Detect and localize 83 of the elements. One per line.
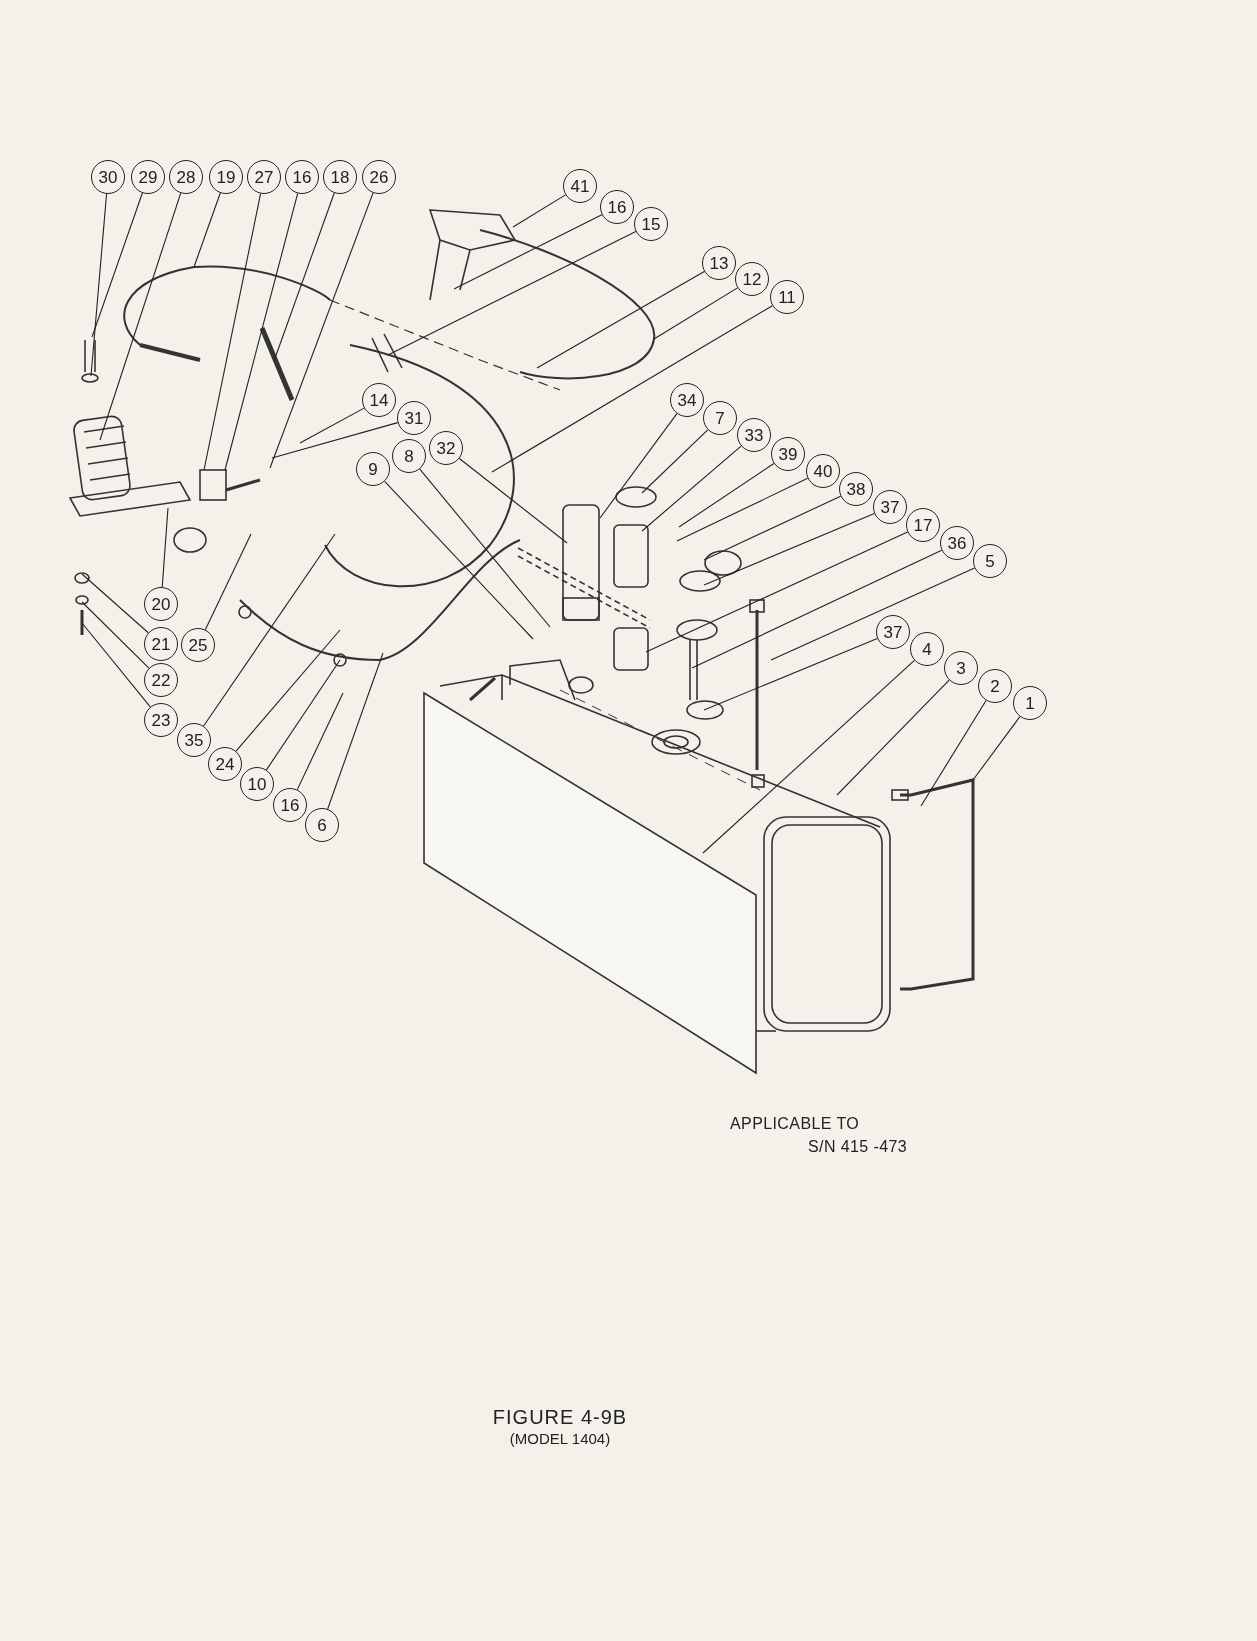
figure-title: FIGURE 4-9B (491, 1405, 629, 1430)
callout-number: 22 (144, 663, 178, 697)
callout-number: 29 (131, 160, 165, 194)
callout-number: 36 (940, 526, 974, 560)
leader-line (299, 407, 365, 444)
leader-line (193, 192, 221, 268)
callout-number: 32 (429, 431, 463, 465)
callout-number: 25 (181, 628, 215, 662)
callout-number: 8 (392, 439, 426, 473)
leader-line (458, 457, 568, 544)
callout-number: 1 (1013, 686, 1047, 720)
callout-number: 41 (563, 169, 597, 203)
leader-line (641, 429, 709, 494)
callout-number: 15 (634, 207, 668, 241)
leader-line (419, 468, 551, 628)
leader-line (327, 652, 384, 810)
callout-number: 20 (144, 587, 178, 621)
callout-number: 38 (839, 472, 873, 506)
leader-line (269, 192, 374, 469)
callout-number: 26 (362, 160, 396, 194)
callout-number: 3 (944, 651, 978, 685)
leader-line (81, 573, 149, 634)
leader-line (599, 413, 678, 519)
leader-line (203, 533, 336, 727)
callout-number: 28 (169, 160, 203, 194)
leader-line (91, 192, 143, 338)
leader-line (512, 194, 567, 228)
callout-number: 12 (735, 262, 769, 296)
leader-line (273, 192, 335, 362)
callout-number: 18 (323, 160, 357, 194)
leader-line (99, 192, 182, 441)
callout-number: 35 (177, 723, 211, 757)
callout-number: 16 (285, 160, 319, 194)
leader-line (702, 659, 915, 854)
callout-number: 7 (703, 401, 737, 435)
callout-number: 37 (876, 615, 910, 649)
leader-line (536, 270, 705, 369)
callout-number: 17 (906, 508, 940, 542)
figure-caption: (MODEL 1404) (508, 1429, 612, 1449)
callout-number: 6 (305, 808, 339, 842)
leader-line (653, 287, 739, 340)
callout-number: 37 (873, 490, 907, 524)
callout-number: 4 (910, 632, 944, 666)
leader-line (235, 629, 341, 752)
callout-number: 30 (91, 160, 125, 194)
callout-number: 10 (240, 767, 274, 801)
callout-number: 5 (973, 544, 1007, 578)
leader-line (81, 622, 151, 708)
leader-line (703, 513, 875, 586)
leader-line (161, 507, 169, 588)
leader-line (271, 422, 399, 459)
leader-line (972, 716, 1021, 781)
note-text: S/N 415 -473 (808, 1137, 908, 1157)
leader-line (203, 193, 262, 471)
callout-number: 11 (770, 280, 804, 314)
callout-number: 23 (144, 703, 178, 737)
callout-number: 16 (600, 190, 634, 224)
callout-number: 31 (397, 401, 431, 435)
leader-line (678, 462, 775, 528)
callout-number: 21 (144, 627, 178, 661)
callout-number: 24 (208, 747, 242, 781)
callout-number: 19 (209, 160, 243, 194)
note-text: APPLICABLE TO (730, 1114, 860, 1134)
leader-line (384, 480, 534, 640)
callout-number: 13 (702, 246, 736, 280)
leader-line (265, 659, 341, 771)
callout-number: 9 (356, 452, 390, 486)
callout-number: 34 (670, 383, 704, 417)
callout-number: 27 (247, 160, 281, 194)
callout-number: 2 (978, 669, 1012, 703)
leader-line (836, 679, 950, 796)
callout-number: 39 (771, 437, 805, 471)
callout-number: 40 (806, 454, 840, 488)
leader-line (641, 445, 742, 532)
leader-line (224, 192, 299, 471)
callout-number: 33 (737, 418, 771, 452)
callout-number: 14 (362, 383, 396, 417)
callout-number: 16 (273, 788, 307, 822)
leader-line (920, 699, 987, 807)
leader-line (90, 193, 108, 377)
leader-line (703, 637, 878, 711)
leader-line (81, 601, 150, 669)
leader-line (491, 305, 773, 473)
